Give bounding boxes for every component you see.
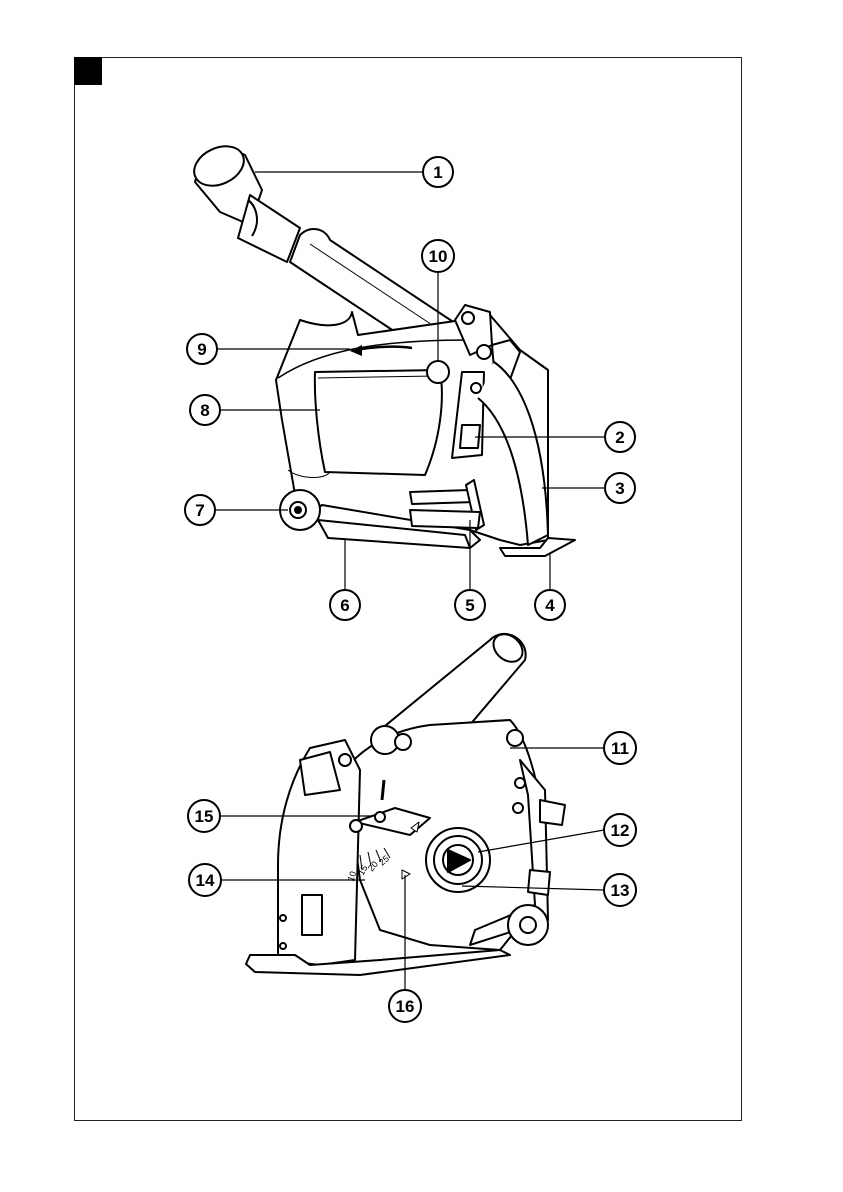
callout-15-label: 15 bbox=[195, 807, 214, 826]
callout-8-label: 8 bbox=[200, 401, 209, 420]
callout-12-label: 12 bbox=[611, 821, 630, 840]
callout-7: 7 bbox=[185, 495, 215, 525]
callout-7-label: 7 bbox=[195, 501, 204, 520]
callout-9: 9 bbox=[187, 334, 217, 364]
callout-3-label: 3 bbox=[615, 479, 624, 498]
callout-6: 6 bbox=[330, 590, 360, 620]
callout-10: 10 bbox=[422, 240, 454, 272]
callout-13: 13 bbox=[604, 874, 636, 906]
callout-4-label: 4 bbox=[545, 596, 555, 615]
callout-11: 11 bbox=[604, 732, 636, 764]
callout-10-label: 10 bbox=[429, 247, 448, 266]
callout-8: 8 bbox=[190, 395, 220, 425]
callout-1: 1 bbox=[423, 157, 453, 187]
callout-13-label: 13 bbox=[611, 881, 630, 900]
callout-16-label: 16 bbox=[396, 997, 415, 1016]
callout-9-label: 9 bbox=[197, 340, 206, 359]
callout-16: 16 bbox=[389, 990, 421, 1022]
callout-6-label: 6 bbox=[340, 596, 349, 615]
callout-14-label: 14 bbox=[196, 871, 215, 890]
callout-15: 15 bbox=[188, 800, 220, 832]
callout-12: 12 bbox=[604, 814, 636, 846]
callout-1-label: 1 bbox=[433, 163, 442, 182]
callout-5-label: 5 bbox=[465, 596, 474, 615]
callout-3: 3 bbox=[605, 473, 635, 503]
callout-2-label: 2 bbox=[615, 428, 624, 447]
callout-14: 14 bbox=[189, 864, 221, 896]
callout-11-label: 11 bbox=[611, 739, 629, 758]
callout-4: 4 bbox=[535, 590, 565, 620]
callout-5: 5 bbox=[455, 590, 485, 620]
callout-2: 2 bbox=[605, 422, 635, 452]
